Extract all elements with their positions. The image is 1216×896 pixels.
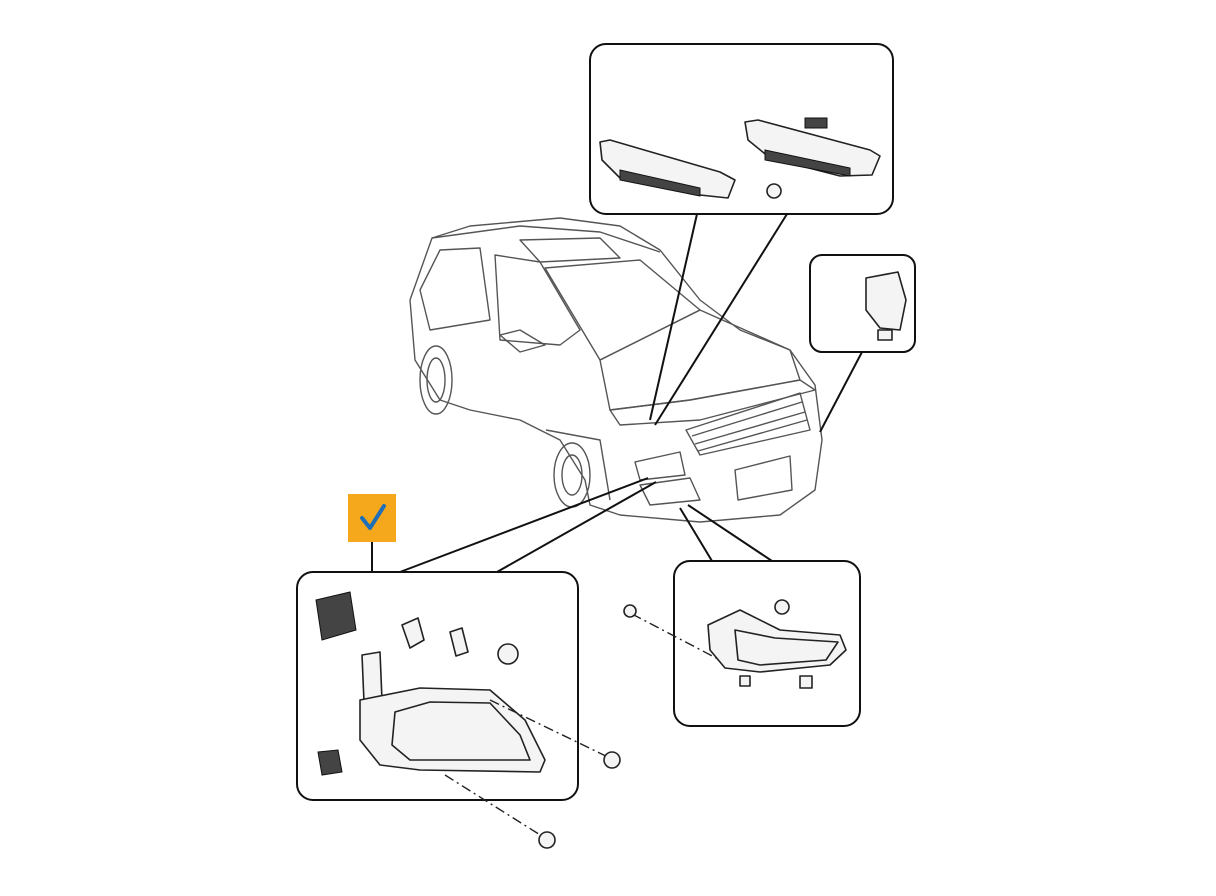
callout-bumper-bracket[interactable]: [673, 560, 861, 727]
leader-lines: [371, 213, 863, 573]
checkmark-icon: [360, 504, 386, 530]
selected-checkmark-badge[interactable]: [348, 494, 396, 542]
callout-grille-trim[interactable]: [589, 43, 894, 215]
callout-fog-lamp[interactable]: [296, 571, 579, 801]
callout-sensor-bracket[interactable]: [809, 254, 916, 353]
bolt-icon: [538, 751, 621, 849]
vehicle-outline: [409, 217, 823, 523]
screw-icon: [623, 604, 637, 618]
